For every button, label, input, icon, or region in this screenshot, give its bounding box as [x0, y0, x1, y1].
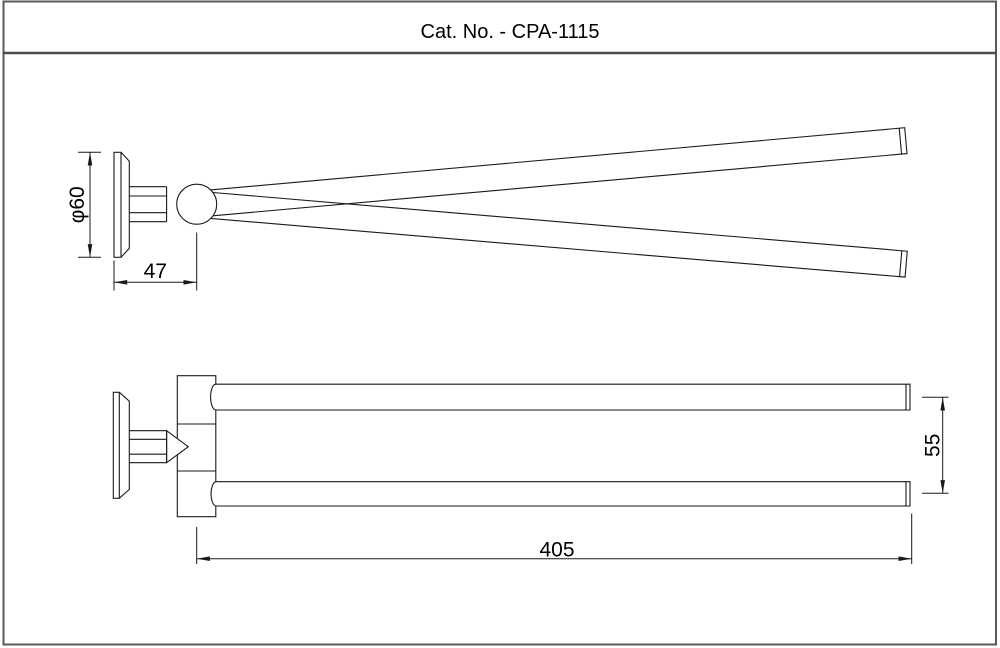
wall-flange-top — [113, 151, 130, 258]
upper-arm — [210, 127, 908, 217]
arrow-up-icon — [940, 397, 945, 411]
lower-arm-end-cap — [899, 250, 903, 277]
arrow-right-icon — [898, 556, 912, 561]
dimension-wall-to-pivot: 47 — [113, 232, 198, 291]
dimension-bar-spacing: 55 — [922, 396, 949, 494]
dimension-bar-length: 405 — [196, 513, 913, 564]
wall-flange-front — [112, 391, 130, 499]
flange-diameter-label: φ60 — [66, 186, 89, 223]
top-view: φ60 47 — [66, 127, 908, 291]
bottom-towel-bar — [210, 481, 911, 507]
dimension-flange-diameter: φ60 — [66, 151, 101, 258]
bar-spacing-label: 55 — [922, 434, 945, 457]
front-view: 55 405 — [112, 375, 949, 564]
arrow-left-icon — [114, 280, 128, 285]
bar-length-label: 405 — [539, 539, 574, 562]
pivot-housing — [176, 375, 217, 518]
arrow-up-icon — [87, 152, 93, 166]
lower-arm — [210, 191, 908, 278]
top-towel-bar — [210, 383, 911, 411]
mounting-stem-top — [129, 186, 168, 223]
catalog-number: Cat. No. - CPA-1115 — [421, 21, 600, 43]
arrow-left-icon — [196, 556, 210, 561]
arrow-right-icon — [183, 280, 197, 285]
wall-to-pivot-label: 47 — [144, 260, 167, 283]
mounting-stem-front — [129, 430, 168, 464]
arrow-down-icon — [87, 244, 93, 258]
arrow-down-icon — [940, 480, 945, 494]
upper-arm-end-cap — [898, 128, 903, 155]
pivot-ball — [176, 183, 218, 225]
